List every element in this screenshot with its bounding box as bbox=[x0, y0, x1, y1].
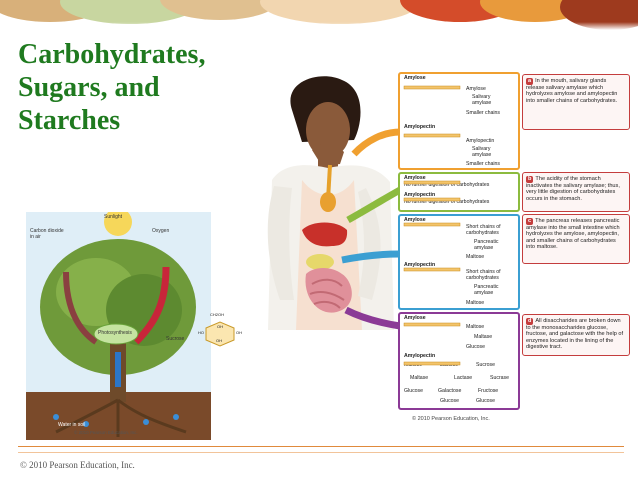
stage-label: Amylopectin bbox=[404, 192, 436, 198]
carbohydrate-chains bbox=[403, 85, 461, 366]
stage-small-intestine-panel bbox=[398, 214, 520, 310]
slide-title: Carbohydrates, Sugars, and Starches bbox=[18, 39, 206, 136]
figure-copyright: © 2010 Pearson Education, Inc. bbox=[412, 416, 490, 422]
stage-label: Galactose bbox=[438, 388, 462, 394]
glucose-molecule bbox=[205, 321, 235, 347]
top-banner bbox=[0, 0, 638, 30]
photosynthesis-label: Photosynthesis bbox=[98, 330, 132, 336]
stage-label: Smaller chains bbox=[466, 110, 501, 116]
glucose-atom: OH bbox=[217, 324, 223, 329]
stage-label: Short chains of bbox=[466, 269, 501, 275]
carbon-dioxide-label: Carbon dioxide in air bbox=[30, 228, 64, 240]
caption-letter: c bbox=[526, 218, 534, 225]
stage-label: Glucose bbox=[440, 398, 460, 404]
glucose-atom: OH bbox=[216, 338, 222, 343]
stage-label: Amylopectin bbox=[404, 124, 436, 130]
stage-label: Amylose bbox=[404, 175, 426, 181]
stage-label: Amylopectin bbox=[466, 138, 495, 144]
oxygen-label: Oxygen bbox=[152, 228, 170, 234]
stage-stomach-panel bbox=[398, 172, 520, 212]
enzyme-label: Lactase bbox=[454, 375, 473, 381]
enzyme-label: amylase bbox=[472, 152, 492, 158]
enzyme-label: Salivary bbox=[472, 94, 491, 100]
photo-copyright: © 2010 Pearson Education, Inc. bbox=[74, 430, 138, 435]
stage-label: Smaller chains bbox=[466, 161, 501, 167]
glucose-atom: CH2OH bbox=[210, 312, 225, 317]
stage-label: carbohydrates bbox=[466, 275, 499, 281]
glucose-atom: HO bbox=[198, 330, 204, 335]
caption-text: All disaccharides are broken down to the… bbox=[526, 318, 624, 351]
enzyme-label: Pancreatic bbox=[474, 239, 499, 245]
stage-label: Amylose bbox=[404, 217, 426, 223]
enzyme-label: Maltase bbox=[474, 334, 493, 340]
stage-label: Maltose bbox=[466, 324, 485, 330]
enzyme-label: Maltase bbox=[410, 375, 429, 381]
stage-label: Glucose bbox=[404, 388, 424, 394]
caption-letter: a bbox=[526, 78, 534, 85]
sucrose-label: Sucrose bbox=[166, 336, 185, 342]
stage-label: Glucose bbox=[476, 398, 496, 404]
enzyme-label: amylase bbox=[472, 100, 492, 106]
stage-label: Amylose bbox=[404, 315, 426, 321]
stage-label: No further digestion of carbohydrates bbox=[404, 182, 490, 188]
caption-letter: b bbox=[526, 176, 534, 183]
footer-rule bbox=[18, 452, 624, 453]
enzyme-label: amylase bbox=[474, 245, 494, 251]
glucose-atom: OH bbox=[236, 330, 242, 335]
woman-digestive-illustration bbox=[267, 76, 402, 330]
stage-label: Amylose bbox=[466, 86, 486, 92]
stage-label: Amylopectin bbox=[404, 262, 436, 268]
stage-label: Amylose bbox=[404, 75, 426, 81]
stage-label: Sucrose bbox=[476, 362, 496, 368]
enzyme-label: amylase bbox=[474, 290, 494, 296]
caption-text: The pancreas releases pancreatic amylase… bbox=[526, 218, 620, 251]
caption-text: In the mouth, salivary glands release sa… bbox=[526, 78, 618, 104]
footer-rule bbox=[18, 446, 624, 447]
stage-label: Short chains of bbox=[466, 224, 501, 230]
enzyme-label: Salivary bbox=[472, 146, 491, 152]
enzyme-label: Sucrase bbox=[490, 375, 510, 381]
caption-letter: d bbox=[526, 318, 534, 325]
photosynthesis-illustration: Sunlight Carbon dioxide in air Oxygen Ph… bbox=[26, 208, 211, 440]
stage-digestive-lining-panel bbox=[398, 312, 520, 410]
stage-label: No further digestion of carbohydrates bbox=[404, 199, 490, 205]
stage-label: Maltose bbox=[466, 300, 485, 306]
stage-label: Amylopectin bbox=[404, 353, 436, 359]
tree-diagram bbox=[26, 208, 211, 440]
water-label: Water in soil bbox=[58, 422, 86, 428]
sunlight-label: Sunlight bbox=[104, 214, 123, 220]
stage-label: Maltose bbox=[466, 254, 485, 260]
stage-label: Fructose bbox=[478, 388, 499, 394]
stage-label: Glucose bbox=[466, 344, 486, 350]
enzyme-label: Pancreatic bbox=[474, 284, 499, 290]
footer-copyright: © 2010 Pearson Education, Inc. bbox=[20, 460, 135, 470]
stage-label: carbohydrates bbox=[466, 230, 499, 236]
caption-text: The acidity of the stomach inactivates t… bbox=[526, 176, 620, 202]
